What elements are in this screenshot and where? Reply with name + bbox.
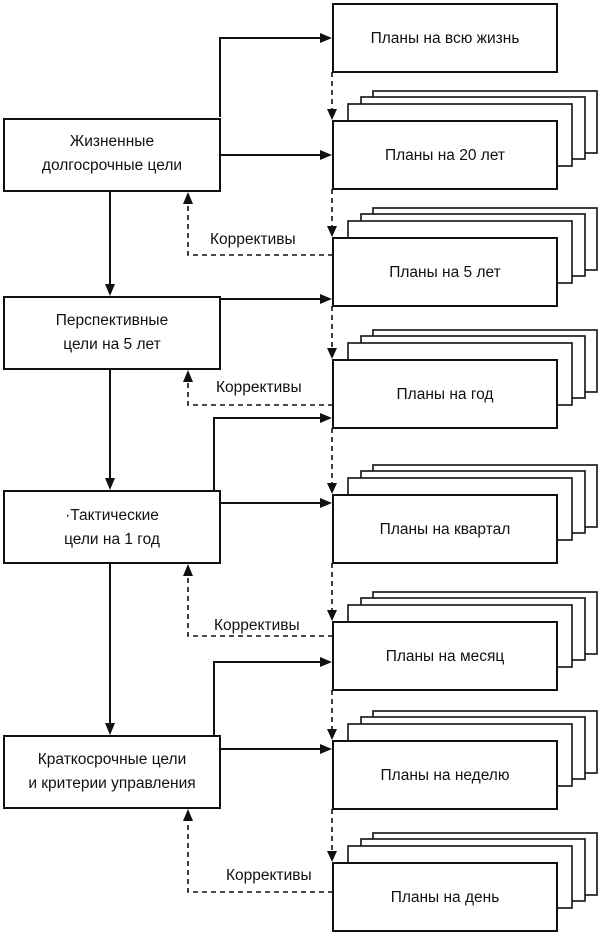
plan-box-month [332,621,558,691]
plan-label-20-years: Планы на 20 лет [385,147,505,164]
plan-box-year [332,359,558,429]
plan-boxes [332,3,558,932]
goal-label-5-years-2: цели на 5 лет [63,336,160,353]
correction-label-1: Коррективы [210,231,296,248]
goal-label-1-year-2: цели на 1 год [64,531,160,548]
plan-box-life [332,3,558,73]
plan-chain-arrows [327,72,337,862]
correction-labels: Коррективы Коррективы Коррективы Коррект… [204,228,332,884]
plan-label-quarter: Планы на квартал [380,521,511,538]
goal-box-short-term [3,735,221,809]
goal-boxes [3,118,221,809]
plan-label-month: Планы на месяц [386,648,505,665]
plan-label-year: Планы на год [397,386,494,403]
goal-to-plan-arrows [213,33,332,754]
goal-label-short-term-1: Краткосрочные цели [38,751,186,768]
goal-box-life [3,118,221,192]
goal-label-life-1: Жизненные [70,133,154,150]
plan-labels: Планы на всю жизнь Планы на 20 лет Планы… [371,30,520,906]
goal-label-short-term-2: и критерии управления [28,775,195,792]
plan-label-life: Планы на всю жизнь [371,30,520,47]
plan-box-20-years [332,120,558,190]
plan-label-day: Планы на день [391,889,500,906]
goal-label-life-2: долгосрочные цели [42,157,182,174]
correction-arrows [183,192,333,893]
plan-box-quarter [332,494,558,564]
plan-box-5-years [332,237,558,307]
goal-box-1-year [3,490,221,564]
correction-label-2: Коррективы [216,379,302,396]
goal-label-1-year-1: ·Тактические [65,507,159,524]
goal-label-5-years-1: Перспективные [56,312,168,329]
goal-box-5-years [3,296,221,370]
plan-label-week: Планы на неделю [381,767,510,784]
correction-label-3: Коррективы [214,617,300,634]
goal-labels: Жизненные долгосрочные цели Перспективны… [28,133,195,792]
plan-label-5-years: Планы на 5 лет [389,264,500,281]
plan-box-week [332,740,558,810]
plan-box-day [332,862,558,932]
correction-label-4: Коррективы [226,867,312,884]
goal-chain-arrows [105,191,115,735]
